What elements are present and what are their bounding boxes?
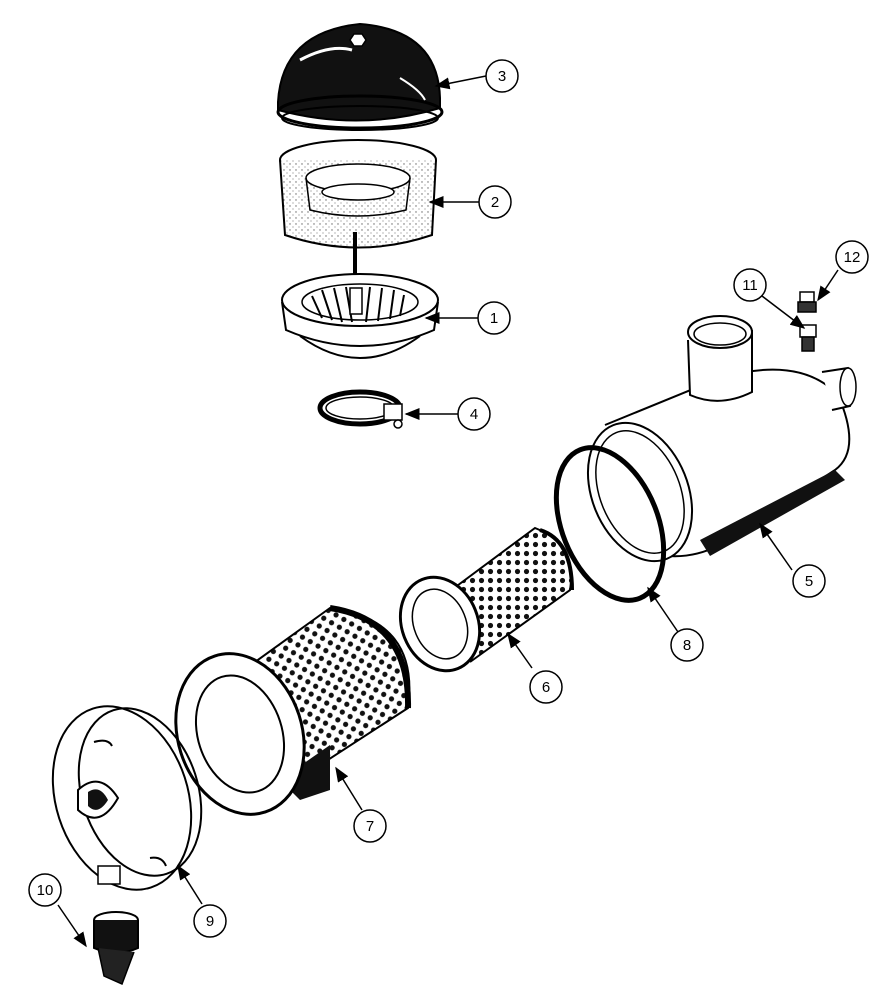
callout-9: 9: [193, 904, 227, 938]
callout-8: 8: [670, 628, 704, 662]
callout-label: 7: [366, 818, 374, 835]
part-5-air-cleaner-housing: [586, 315, 857, 563]
callout-10: 10: [28, 873, 62, 907]
part-6-inner-filter-element: [398, 526, 574, 673]
part-4-hose-clamp: [317, 389, 403, 429]
callout-11: 11: [733, 268, 767, 302]
part-1-precleaner-base: [281, 232, 439, 359]
part-7-outer-filter-element: [174, 605, 412, 816]
callout-label: 9: [206, 913, 214, 930]
callout-label: 6: [542, 679, 550, 696]
part-12-fitting: [797, 291, 817, 313]
callout-5: 5: [792, 564, 826, 598]
part-11-fitting: [799, 324, 817, 352]
part-3-top-cover: [276, 22, 444, 131]
callout-2: 2: [478, 185, 512, 219]
leader-lines: [57, 75, 839, 948]
callout-7: 7: [353, 809, 387, 843]
callout-label: 1: [490, 310, 498, 327]
callout-label: 8: [683, 637, 691, 654]
callout-12: 12: [835, 240, 869, 274]
callout-label: 10: [37, 882, 54, 899]
callout-4: 4: [457, 397, 491, 431]
part-2-precleaner-bowl: [279, 139, 437, 249]
callout-1: 1: [477, 301, 511, 335]
callout-label: 5: [805, 573, 813, 590]
wing-nut-icon: [349, 33, 367, 47]
part-8-o-ring-seal: [553, 445, 667, 603]
callout-6: 6: [529, 670, 563, 704]
callout-label: 11: [742, 277, 758, 294]
part-10-dust-valve: [93, 911, 139, 986]
callout-3: 3: [485, 59, 519, 93]
callout-label: 12: [844, 249, 861, 266]
callout-label: 4: [470, 406, 478, 423]
part-9-end-cover: [51, 705, 203, 891]
callout-label: 3: [498, 68, 506, 85]
callout-label: 2: [491, 194, 499, 211]
